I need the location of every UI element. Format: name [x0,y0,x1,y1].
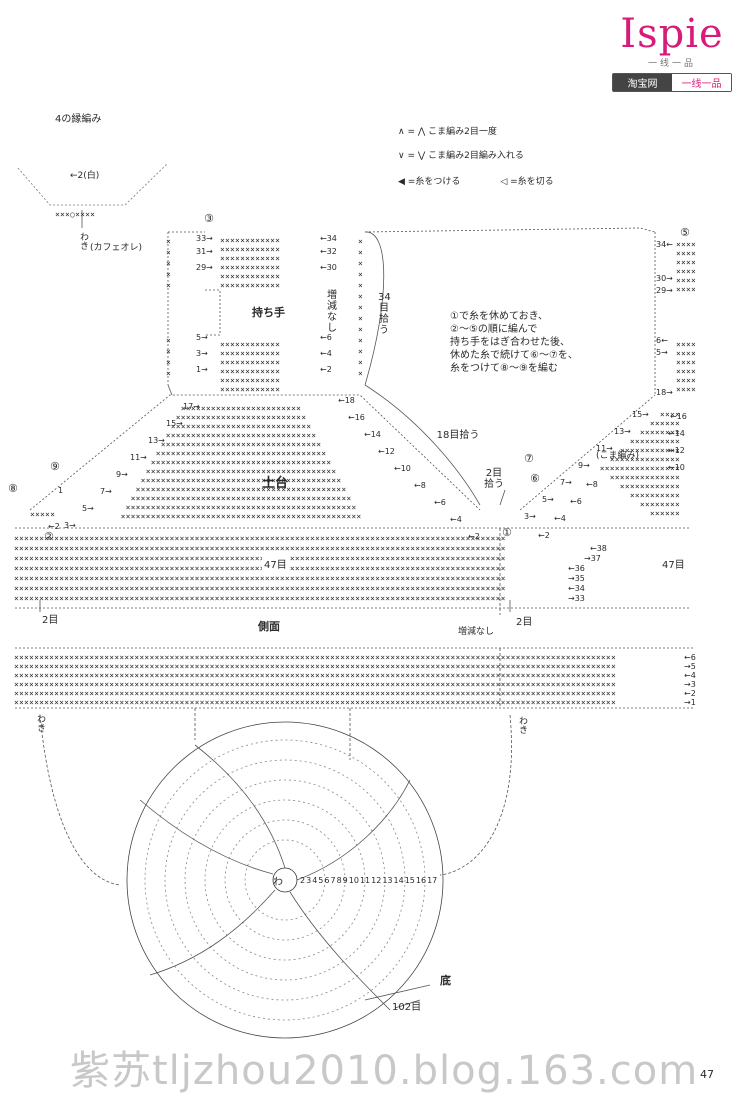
marker-7: ⑦ [524,452,534,465]
marker-3: ③ [204,212,214,225]
handle-stitches: ××××××××××××××××××××××××××××××××××××××××… [220,340,281,394]
handle-right-row-numbers: ←34 ←32 ←30 ←6 ←4 ←2 [320,234,337,374]
handle-left-column: ××××××××× [166,237,172,378]
marker-6: ⑥ [530,472,540,485]
round-numbers: 2 3 4 5 6 7 8 9 10 11 12 13 14 15 16 17 [300,876,438,885]
handle2-row-numbers: 34← 30→ 29→ 6← 5→ 18→ [656,240,673,397]
brand-bar: 淘宝网 一线一品 [612,73,732,92]
pick18-label: 18目拾う [436,430,480,441]
pick2-label: 2目拾う [484,468,504,490]
brand-name: Ispie [620,11,724,57]
waki-left: わき [35,714,45,732]
brand-logo: Ispie 一线一品 淘宝网 一线一品 [612,14,732,92]
handle2-stitches: ×××××××××××××××××××××××× [676,240,697,294]
brand-subtitle: 一线一品 [647,59,696,69]
bottom-label: 底 [440,974,451,987]
rbase-stitches: ××××××××××××××××××××××××××××××××××××××××… [599,410,680,518]
base-stitches: ×××××××××××××××××××××××× ×××××××××××××××… [120,404,362,521]
ring-label: わ [273,877,283,888]
legend-item: ∨ = ⋁ こま編み2目編み入れる [398,151,524,161]
instruction-line: 糸をつけて⑧〜⑨を編む [450,363,558,374]
handle-right-column: ××××××××××××× [358,237,364,378]
handle2-stitches: ×××××××××××××××××××××××× [676,340,697,394]
edge-waki-label: わき [78,232,88,250]
side-top-stitches: ××××××××××××××××××××××××××××××××××××××××… [14,534,506,603]
edge-cafe-label: (カフェオレ) [90,243,143,253]
st47-right: 47目 [660,556,687,571]
base-left-row-numbers: 17→ 15→ 13→ 11→ 9→ 7→ 5→ 3→ [64,402,200,530]
side-row-numbers: ←6 →5 ←4 →3 ←2 →1 [684,653,696,707]
st2-right: 2目 [516,617,533,628]
instruction-line: ①で糸を休めておき、 [450,311,548,322]
koma-label: (こま編み) [596,451,640,461]
st47-left: 47目 [262,556,289,571]
side-top-row-numbers: ←38 →37 ←36 →35 ←34 →33 [568,544,607,603]
instruction-line: 持ち手をはぎ合わせた後、 [450,337,570,348]
legend: ∧ = ⋀ こま編み2目一度 ∨ = ⋁ こま編み2目編み入れる ◀ =糸をつけ… [398,124,554,187]
brand-bar-right: 一线一品 [672,74,731,91]
no-change-bottom: 増減なし [458,627,495,637]
brand-bar-left: 淘宝网 [613,74,672,91]
tl-row: 1 [58,486,64,495]
instructions: ①で糸を休めておき、 ②〜⑤の順に編んで 持ち手をはぎ合わせた後、 休めた糸で続… [450,310,578,375]
instruction-line: 休めた糸で続けて⑥〜⑦を、 [450,350,578,361]
legend-item: ∧ = ⋀ こま編み2目一度 [398,127,497,137]
watermark: 紫苏tljzhou2010.blog.163.com [70,1048,699,1094]
waki-right: わき [517,716,527,734]
side-stitches: ××××××××××××××××××××××××××××××××××××××××… [14,653,616,707]
st102-label: 102目 [392,1002,422,1013]
rbase-right-row-numbers: ←16 ←14 ←12 ←10 ←8 ←6 ←4 ←2 [538,412,687,540]
handle-label: 持ち手 [252,306,285,319]
edge-title: 4の縁編み [55,114,102,125]
page-number: 47 [700,1068,714,1081]
tl-row: ←2 [48,522,60,531]
edge-stitch-row: ×××○×××× [55,210,96,219]
pick34-label: 34目拾う [378,292,391,336]
no-change-label: 増減なし [327,290,337,334]
handle-stitches: ××××××××××××××××××××××××××××××××××××××××… [220,236,281,290]
base-right-row-numbers: ←18 ←16 ←14 ←12 ←10 ←8 ←6 ←4 ←2 [338,396,480,541]
legend-item: ◀ =糸をつける ◁ =糸を切る [398,177,554,187]
marker-2: ② [44,530,54,543]
tl-stitches: ××××× [30,510,56,519]
base-label: 土台 [262,476,289,491]
marker-5: ⑤ [680,226,690,239]
st2-left: 2目 [42,615,59,626]
edge-white-label: ←2(白) [70,171,100,181]
rbase-left-row-numbers: 15→ 13→ 11→ 9→ 7→ 5→ 3→ [524,410,649,521]
marker-8: ⑧ [8,482,18,495]
marker-9: ⑨ [50,460,60,473]
instruction-line: ②〜⑤の順に編んで [450,324,538,335]
handle-left-row-numbers: 33→ 31→ 29→ 5→ 3→ 1→ [196,234,213,374]
side-label: 側面 [258,620,280,633]
marker-1: ① [502,526,512,539]
